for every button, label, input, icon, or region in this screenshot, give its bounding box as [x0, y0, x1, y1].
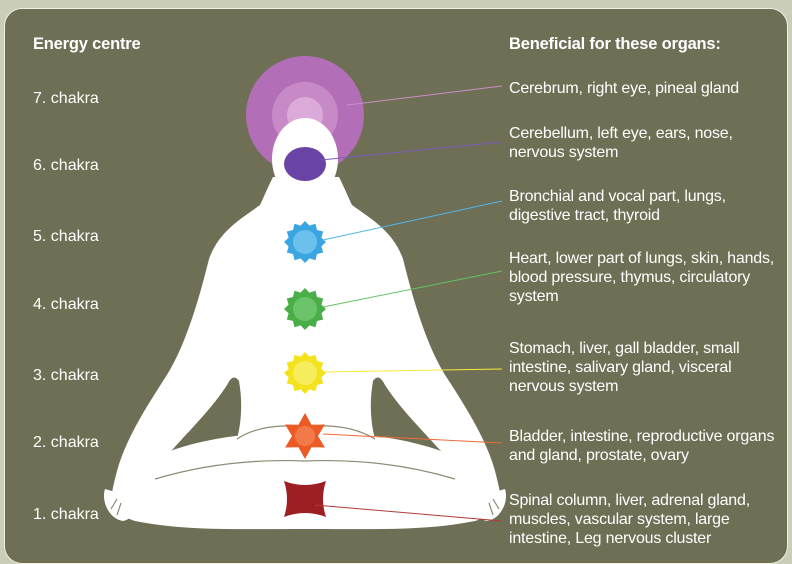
chakra-7-organs: Cerebrum, right eye, pineal gland [509, 79, 785, 98]
chakra-1-root-symbol [284, 481, 326, 517]
chakra-1-organs: Spinal column, liver, adrenal gland, mus… [509, 491, 785, 548]
chakra-6-third-eye-symbol [284, 147, 326, 181]
chakra-5-organs: Bronchial and vocal part, lungs, digesti… [509, 187, 785, 225]
chakra-6-organs: Cerebellum, left eye, ears, nose, nervou… [509, 124, 785, 162]
chakra-diagram-panel: Energy centre Beneficial for these organ… [4, 8, 788, 564]
chakra-4-organs: Heart, lower part of lungs, skin, hands,… [509, 249, 785, 306]
chakra-3-organs: Stomach, liver, gall bladder, small inte… [509, 339, 785, 396]
connector-line-7 [347, 86, 502, 105]
chakra-2-organs: Bladder, intestine, reproductive organs … [509, 427, 785, 465]
